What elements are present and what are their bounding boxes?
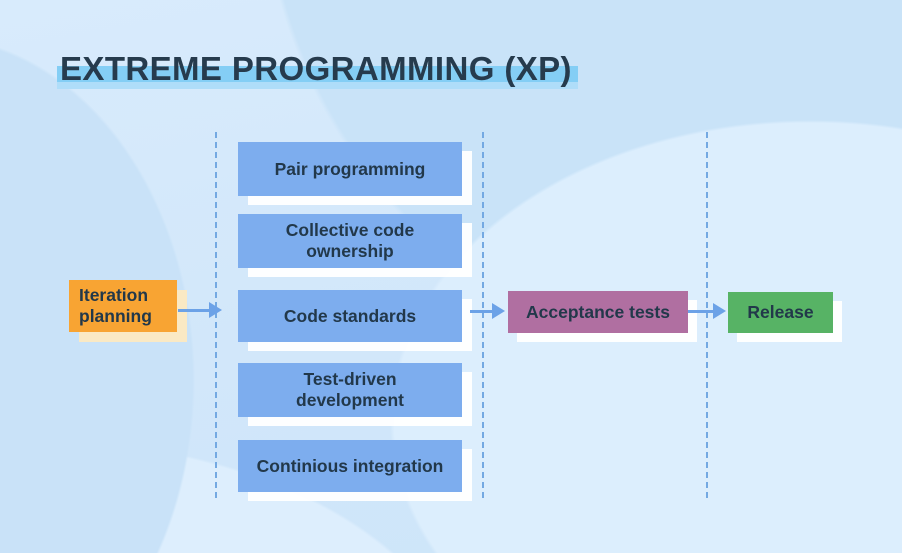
arrow-shaft bbox=[178, 308, 209, 312]
arrow-head-icon bbox=[713, 303, 726, 319]
practice-label: Test-driven development bbox=[296, 369, 404, 410]
release-box: Release bbox=[728, 292, 833, 333]
arrow-head-icon bbox=[492, 303, 505, 319]
iteration-planning-label: Iteration planning bbox=[79, 285, 152, 326]
practice-label: Collective code ownership bbox=[285, 220, 415, 261]
phase-divider-2 bbox=[482, 132, 484, 500]
release-label: Release bbox=[747, 302, 814, 323]
practice-label: Continious integration bbox=[256, 455, 444, 476]
flow-arrow-practices-to-acceptance bbox=[470, 303, 505, 319]
page-title-wrap: EXTREME PROGRAMMING (XP) bbox=[57, 50, 578, 89]
acceptance-tests-label: Acceptance tests bbox=[526, 301, 670, 322]
practice-label: Pair programming bbox=[274, 158, 426, 179]
flow-arrow-start-to-practices bbox=[178, 302, 222, 318]
iteration-planning-box: Iteration planning bbox=[69, 280, 177, 332]
practice-box-continious-integration: Continious integration bbox=[238, 440, 462, 492]
practice-box-pair-programming: Pair programming bbox=[238, 142, 462, 196]
arrow-shaft bbox=[688, 309, 713, 313]
phase-divider-3 bbox=[706, 132, 708, 500]
arrow-head-icon bbox=[209, 302, 222, 318]
acceptance-tests-box: Acceptance tests bbox=[508, 291, 688, 333]
arrow-shaft bbox=[470, 309, 492, 313]
page-title: EXTREME PROGRAMMING (XP) bbox=[60, 50, 572, 87]
practice-label: Code standards bbox=[283, 305, 417, 326]
flow-arrow-acceptance-to-release bbox=[688, 303, 726, 319]
title-highlight bbox=[57, 66, 578, 89]
practice-box-collective-code-ownership: Collective code ownership bbox=[238, 214, 462, 268]
practice-box-test-driven-development: Test-driven development bbox=[238, 363, 462, 417]
practice-box-code-standards: Code standards bbox=[238, 290, 462, 342]
